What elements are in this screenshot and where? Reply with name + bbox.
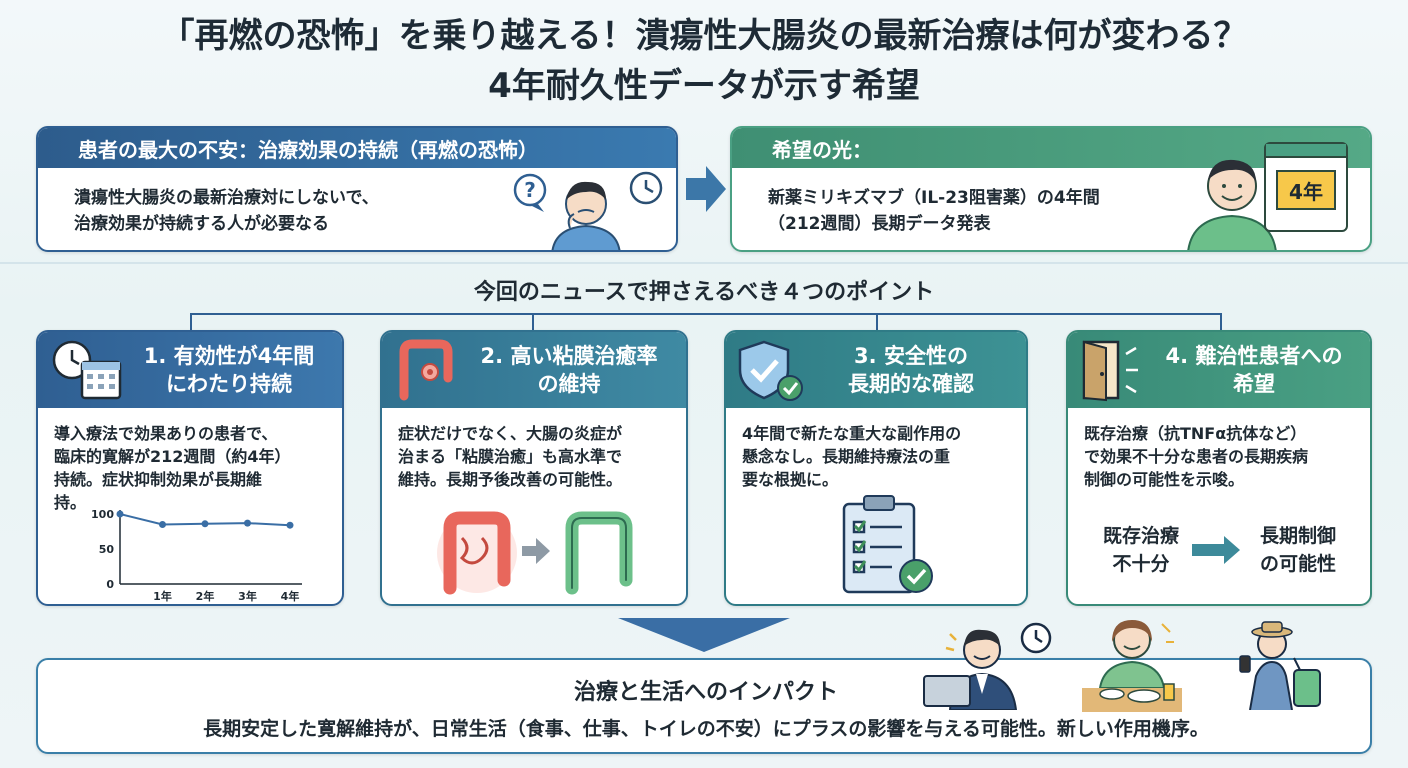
point-2-header: 2. 高い粘膜治癒率の維持: [382, 332, 686, 408]
office-worker-icon: [923, 622, 1052, 710]
point-4-line: で効果不十分な患者の長期疾病: [1084, 447, 1309, 466]
point-1-title2: にわたり持続: [166, 372, 292, 396]
svg-text:?: ?: [524, 178, 536, 202]
point-3-line: 要な根拠に。: [742, 470, 839, 489]
to-label: 長期制御 の可能性: [1248, 522, 1348, 578]
traveler-icon: [1239, 621, 1321, 710]
point-4-line: 制御の可能性を示唆。: [1084, 470, 1245, 489]
smiling-person-icon: [1187, 159, 1277, 250]
to-label-line1: 長期制御: [1259, 525, 1336, 547]
hope-line2: （212週間）長期データ発表: [768, 214, 991, 234]
point-3-header: 3. 安全性の長期的な確認: [726, 332, 1026, 408]
connector-4: [1220, 313, 1222, 331]
point-4-header: 4. 難治性患者への希望: [1068, 332, 1370, 408]
hope-line1: 新薬ミリキズマブ（IL-23阻害薬）の4年間: [768, 188, 1100, 208]
point-2-title1: 2. 高い粘膜治癒率: [480, 344, 658, 368]
inflamed-colon-icon: [437, 511, 517, 595]
data-point: [244, 519, 251, 527]
data-point: [201, 520, 209, 528]
connector-2: [532, 313, 534, 331]
point-4-title2: 希望: [1233, 372, 1275, 396]
x-tick-label: 1年: [153, 589, 172, 603]
anxiety-line2: 治療効果が持続する人が必要なる: [74, 214, 329, 234]
point-1-line: 臨床的寛解が212週間（約4年）: [54, 447, 291, 466]
point-4-body: 既存治療（抗TNFα抗体など） で効果不十分な患者の長期疾病 制御の可能性を示唆…: [1068, 408, 1370, 505]
point-1-body: 導入療法で効果ありの患者で、 臨床的寛解が212週間（約4年） 持続。症状抑制効…: [38, 408, 342, 528]
from-label-line2: 不十分: [1112, 553, 1170, 575]
eating-person-icon: [1082, 620, 1182, 712]
anxiety-header: 患者の最大の不安：治療効果の持続（再燃の恐怖）: [38, 128, 676, 168]
connector-horizontal: [190, 313, 1220, 315]
page-subtitle: 4年耐久性データが示す希望: [488, 66, 920, 106]
point-3-title1: 3. 安全性の: [854, 344, 968, 368]
point-2-line: 維持。長期予後改善の可能性。: [398, 470, 623, 489]
point-1-title1: 1. 有効性が4年間: [143, 344, 315, 368]
point-card-2: 2. 高い粘膜治癒率の維持 症状だけでなく、大腸の炎症が 治まる「粘膜治癒」も高…: [380, 330, 688, 606]
arrow-right-icon: [686, 166, 726, 212]
x-tick-label: 3年: [238, 589, 257, 603]
point-2-title2: の維持: [537, 372, 601, 396]
point-1-line: 導入療法で効果ありの患者で、: [54, 424, 278, 443]
point-3-line: 4年間で新たな重大な副作用の: [742, 424, 962, 443]
point-4-title1: 4. 難治性患者への: [1165, 344, 1343, 368]
point-1-line: 持続。症状抑制効果が長期維: [54, 470, 263, 489]
hope-header: 希望の光：: [732, 128, 1370, 168]
worried-person-icon: ?: [513, 171, 663, 250]
point-4-line: 既存治療（抗TNFα抗体など）: [1084, 424, 1307, 443]
arrow-right-icon: [522, 538, 550, 564]
arrow-right-icon: [1192, 536, 1240, 564]
clock-calendar-icon: [52, 340, 122, 400]
point-card-3: 3. 安全性の長期的な確認 4年間で新たな重大な副作用の 懸念なし。長期維持療法…: [724, 330, 1028, 606]
y-tick-label: 50: [99, 543, 115, 556]
divider: [0, 262, 1408, 264]
y-tick-label: 100: [91, 508, 114, 521]
anxiety-card: 患者の最大の不安：治療効果の持続（再燃の恐怖） 潰瘍性大腸炎の最新治療対にしない…: [36, 126, 678, 252]
hope-card: 希望の光： 新薬ミリキズマブ（IL-23阻害薬）の4年間 （212週間）長期デー…: [730, 126, 1372, 252]
connector-1: [190, 313, 192, 331]
connector-3: [876, 313, 878, 331]
point-3-body: 4年間で新たな重大な副作用の 懸念なし。長期維持療法の重 要な根拠に。: [726, 408, 1026, 505]
remission-line-chart: 100 50 0 1年 2年 3年 4年: [91, 508, 302, 603]
point-2-body: 症状だけでなく、大腸の炎症が 治まる「粘膜治癒」も高水準で 維持。長期予後改善の…: [382, 408, 686, 505]
page-title: 「再燃の恐怖」を乗り越える！潰瘍性大腸炎の最新治療は何が変わる？: [160, 16, 1248, 56]
point-1-line: 持。: [54, 493, 87, 512]
point-1-header: 1. 有効性が4年間にわたり持続: [38, 332, 342, 408]
healthy-colon-icon: [565, 511, 633, 595]
shield-check-icon: [738, 340, 803, 401]
point-card-4: 4. 難治性患者への希望 既存治療（抗TNFα抗体など） で効果不十分な患者の長…: [1066, 330, 1372, 606]
calendar-label: 4年: [1276, 170, 1336, 210]
impact-text: 長期安定した寛解維持が、日常生活（食事、仕事、トイレの不安）にプラスの影響を与え…: [203, 718, 1209, 740]
from-label-line1: 既存治療: [1102, 525, 1179, 547]
arrow-down-icon: [618, 618, 790, 652]
point-3-line: 懸念なし。長期維持療法の重: [742, 447, 951, 466]
point-card-1: 1. 有効性が4年間にわたり持続 導入療法で効果ありの患者で、 臨床的寛解が21…: [36, 330, 344, 606]
x-tick-label: 2年: [196, 589, 215, 603]
intestine-inflamed-icon: [399, 339, 453, 401]
to-label-line2: の可能性: [1259, 553, 1336, 575]
point-3-title2: 長期的な確認: [848, 372, 974, 396]
open-door-icon: [1082, 340, 1138, 402]
from-label: 既存治療 不十分: [1096, 522, 1186, 578]
data-point: [159, 521, 166, 528]
data-point: [116, 510, 124, 518]
point-2-line: 治まる「粘膜治癒」も高水準で: [398, 447, 623, 466]
impact-title: 治療と生活へのインパクト: [573, 680, 838, 705]
x-tick-label: 4年: [281, 589, 300, 603]
anxiety-line1: 潰瘍性大腸炎の最新治療対にしないで、: [74, 188, 379, 208]
y-tick-label: 0: [106, 578, 114, 591]
points-title: 今回のニュースで押さえるべき４つのポイント: [473, 280, 935, 305]
calendar-icon: 4年: [1264, 142, 1348, 232]
data-point: [286, 521, 294, 529]
point-2-line: 症状だけでなく、大腸の炎症が: [398, 424, 623, 443]
clipboard-checklist-icon: [842, 495, 933, 594]
